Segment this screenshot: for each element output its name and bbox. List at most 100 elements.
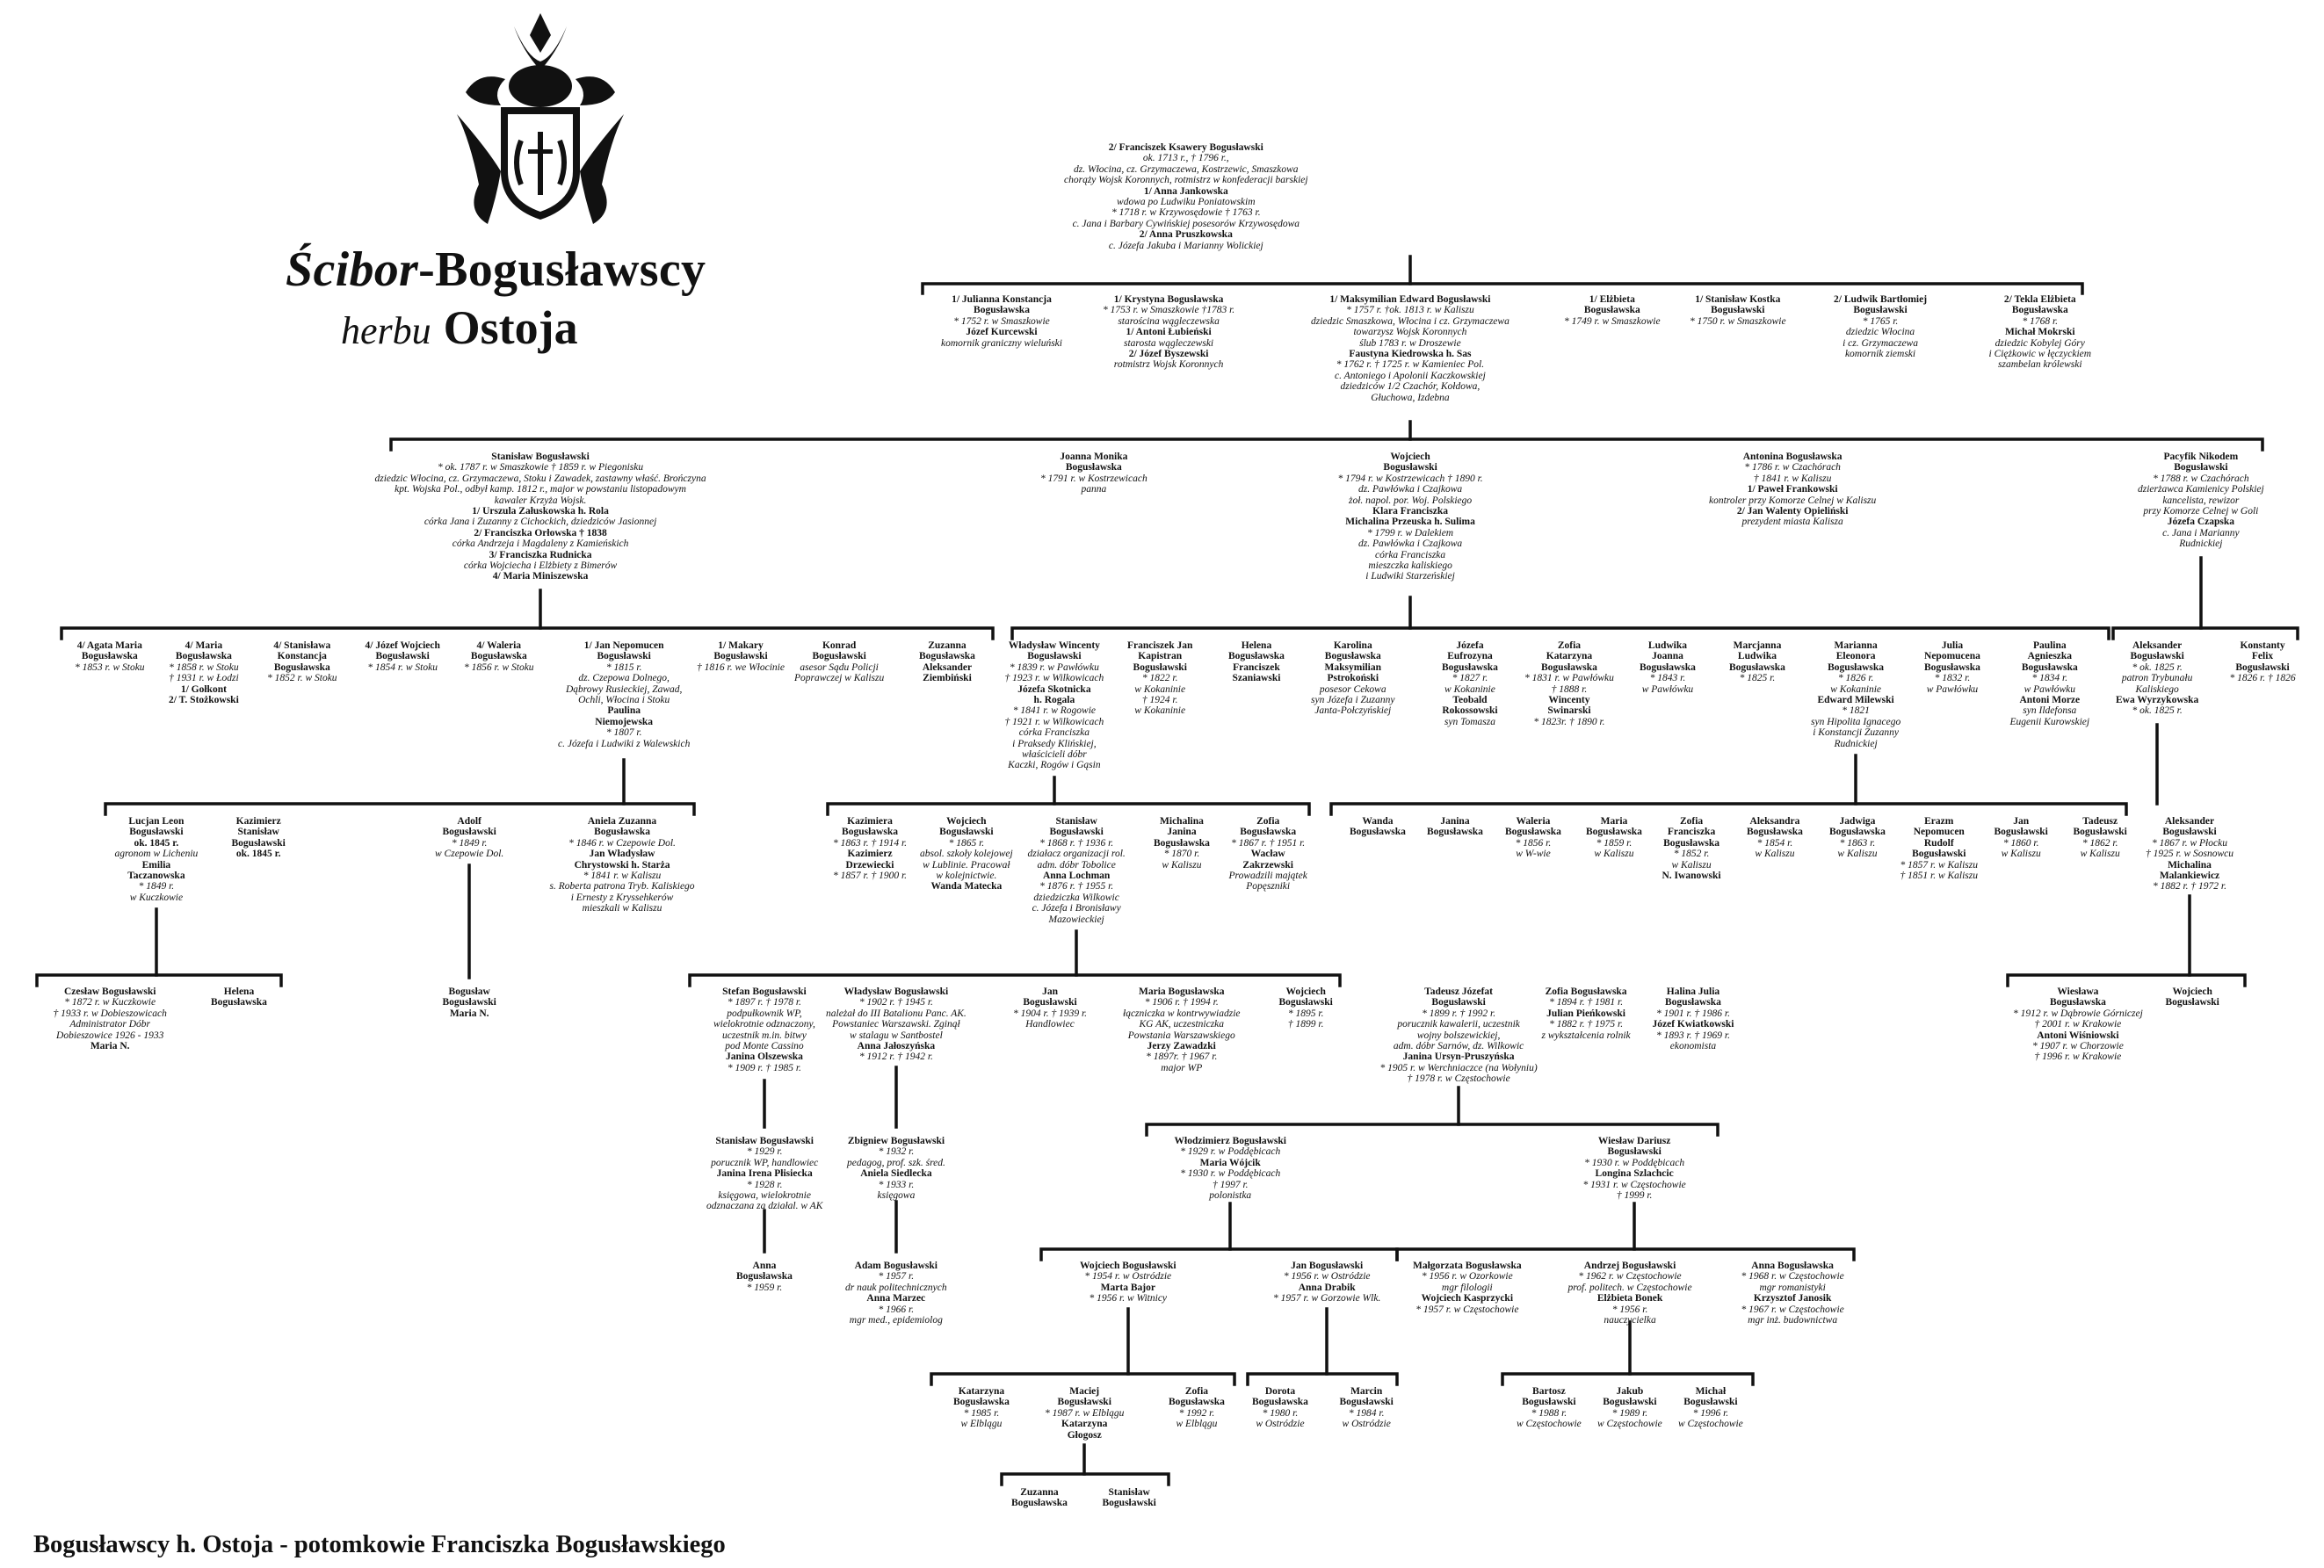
person-line: Bogusławska: [1350, 827, 1406, 838]
person-line: Bogusławska: [2011, 305, 2068, 316]
person-line: 2/ Franciszek Ksawery Bogusławski: [1108, 142, 1263, 153]
person-line: s. Roberta patrona Tryb. Kaliskiego: [549, 881, 695, 892]
person-line: * 1967 r. w Częstochowie: [1741, 1304, 1844, 1315]
person-line: Maria Wójcik: [1199, 1157, 1261, 1168]
person-line: pod Monte Cassino: [725, 1041, 804, 1052]
person-line: * 1988 r.: [1531, 1407, 1567, 1419]
person-line: Michał: [1695, 1386, 1727, 1397]
person-line: Włodzimierz Bogusławski: [1174, 1136, 1286, 1146]
person-line: * 1852 r. w Stoku: [267, 673, 337, 684]
person-line: Bogusławski: [1683, 1397, 1738, 1408]
person-line: Marcjanna: [1733, 640, 1782, 651]
person-line: * 1987 r. w Elblągu: [1045, 1407, 1125, 1419]
bracket-pacyfik-children: [2111, 626, 2299, 640]
person-line: Tadeusz: [2082, 816, 2118, 827]
person-line: Julia: [1941, 640, 1964, 651]
person-line: ekonomista: [1669, 1041, 1717, 1052]
person-line: Bogusławska: [211, 997, 267, 1008]
person-line: i Konstancji Zuzanny: [1813, 727, 1899, 739]
person-line: * 1980 r.: [1262, 1407, 1299, 1419]
person-line: mieszkali w Kaliszu: [582, 903, 662, 914]
person-line: Zofia: [1557, 640, 1582, 651]
person-line: † 1925 r. w Sosnowcu: [2146, 849, 2234, 860]
person-line: mgr filologii: [1441, 1282, 1493, 1293]
person-line: Dąbrowy Rusieckiej, Zawad,: [565, 683, 683, 695]
person-line: Anna Drabik: [1298, 1282, 1356, 1293]
person-line: Stanisław Bogusławski: [491, 452, 590, 462]
person-line: 2/ Anna Pruszkowska: [1139, 229, 1233, 241]
person-line: 4/ Waleria: [476, 640, 522, 651]
person-line: KG AK, uczestniczka: [1139, 1019, 1225, 1030]
person-line: * 1912 r. w Dąbrowie Górniczej: [2013, 1008, 2143, 1019]
person-line: Andrzej Bogusławski: [1583, 1261, 1676, 1271]
person-line: Konrad: [822, 640, 857, 651]
person-g7_5: Małgorzata Bogusławska* 1956 r. w Ozorko…: [1413, 1261, 1522, 1315]
person-line: wdowa po Ludwiku Poniatowskim: [1117, 197, 1256, 208]
person-g6_3: Włodzimierz Bogusławski* 1929 r. w Poddę…: [1175, 1136, 1286, 1201]
person-g6_1: Stanisław Bogusławski* 1929 r.porucznik …: [706, 1136, 822, 1212]
person-line: córka Andrzeja i Magdaleny z Kamieńskich: [452, 538, 629, 550]
person-line: Bogusławska: [1829, 827, 1886, 838]
bracket-maksymilian-children: [389, 437, 2264, 452]
person-line: Bogusławski: [2162, 827, 2217, 838]
person-line: prezydent miasta Kalisza: [1741, 517, 1843, 528]
person-line: mgr romanistyki: [1759, 1282, 1826, 1293]
person-line: i cz. Grzymaczewa: [1843, 337, 1918, 349]
person-line: 4/ Maria: [185, 640, 223, 651]
person-line: * 1868 r. † 1936 r.: [1039, 837, 1114, 849]
person-line: w Częstochowie: [1678, 1419, 1743, 1430]
bracket-aleksander-1867-children: [2006, 973, 2247, 987]
person-line: żoł. napol. por. Woj. Polskiego: [1349, 495, 1473, 506]
person-line: † 1978 r. w Częstochowie: [1407, 1073, 1510, 1085]
person-line: * 1858 r. w Stoku: [169, 661, 239, 673]
person-line: Wincenty: [1548, 695, 1590, 706]
person-line: z wykształcenia rolnik: [1541, 1030, 1631, 1041]
person-g7_2: Adam Bogusławski* 1957 r.dr nauk politec…: [845, 1261, 947, 1326]
person-line: Bogusławska: [594, 827, 650, 838]
person-line: Karolina: [1333, 640, 1372, 651]
person-line: w Ostródzie: [1256, 1419, 1305, 1430]
person-line: h. Rogala: [1033, 695, 1075, 706]
person-line: Bogusławska: [1924, 661, 1980, 673]
person-line: * 1897 r. † 1978 r.: [727, 997, 801, 1008]
person-line: absol. szkoły kolejowej: [920, 849, 1013, 860]
person-line: † 2001 r. w Krakowie: [2034, 1019, 2122, 1030]
person-line: Bogusławski: [1607, 1146, 1662, 1158]
person-g7_6: Andrzej Bogusławski* 1962 r. w Częstocho…: [1568, 1261, 1692, 1326]
person-line: w Kokaninie: [1830, 683, 1882, 695]
person-line: Ludwika: [1647, 640, 1688, 651]
person-line: * 1882 r. † 1975 r.: [1549, 1019, 1624, 1030]
person-line: podpułkownik WP,: [727, 1008, 802, 1019]
person-line: Bogusławski: [597, 651, 651, 662]
person-line: * 1992 r.: [1178, 1407, 1215, 1419]
person-line: Zakrzewski: [1242, 859, 1293, 871]
person-line: Mazowieckiej: [1048, 914, 1104, 925]
person-line: † 1841 r. w Kaliszu: [1753, 473, 1832, 484]
person-line: dziedzic Włocina: [1845, 327, 1915, 338]
person-line: w Kaliszu: [1755, 849, 1795, 860]
person-line: * 1897r. † 1967 r.: [1146, 1051, 1218, 1063]
person-line: Maksymilian: [1324, 661, 1382, 673]
person-line: księgowa, wielokrotnie: [718, 1190, 811, 1202]
person-line: Rokossowski: [1442, 705, 1498, 717]
person-line: * 1909 r. † 1985 r.: [727, 1062, 801, 1073]
person-line: * 1863 r.: [1839, 837, 1876, 849]
person-line: posesor Cekowa: [1319, 683, 1386, 695]
person-line: Anna Lochman: [1042, 871, 1111, 882]
person-line: komornik ziemski: [1844, 349, 1916, 360]
person-line: Zuzanna: [1020, 1487, 1059, 1498]
person-line: Wanda: [1362, 816, 1394, 827]
